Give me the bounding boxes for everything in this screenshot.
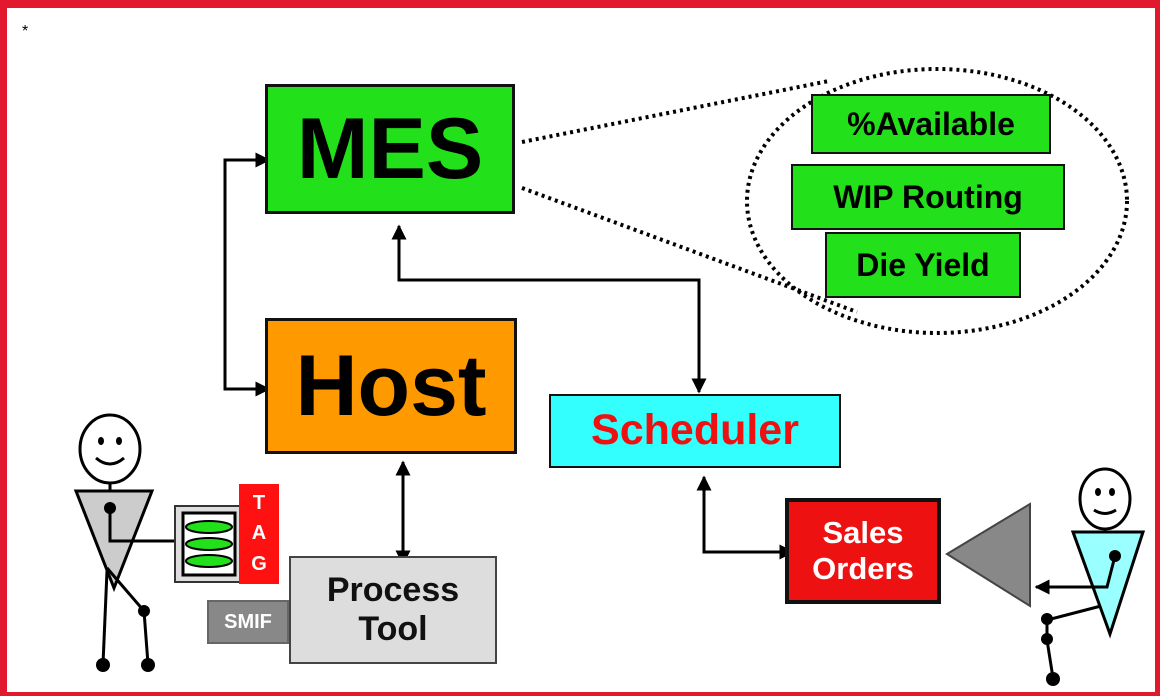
tag-box: T A G — [239, 484, 279, 584]
scheduler-label: Scheduler — [591, 406, 799, 455]
process-tool-label-line1: Process — [326, 570, 460, 609]
metric-die-yield-label: Die Yield — [856, 246, 990, 283]
mes-label: MES — [296, 100, 484, 197]
metric-die-yield-box: Die Yield — [825, 232, 1021, 298]
mes-host-arrow — [223, 152, 271, 397]
mes-box: MES — [265, 84, 515, 214]
host-box: Host — [265, 318, 517, 454]
metric-available-box: %Available — [811, 94, 1051, 154]
customer-figure-icon — [1034, 467, 1146, 686]
smif-box: SMIF — [207, 600, 289, 644]
sales-orders-box: Sales Orders — [785, 498, 941, 604]
host-label: Host — [295, 337, 487, 434]
tag-letter-g: G — [251, 553, 267, 576]
operator-figure-icon — [73, 413, 175, 672]
process-tool-label-line2: Tool — [358, 610, 428, 648]
callout-line-upper — [521, 79, 830, 144]
tag-letter-t: T — [252, 491, 266, 514]
smif-label: SMIF — [224, 610, 272, 633]
wafer-carrier-icon — [174, 505, 244, 583]
scheduler-sales-arrow — [696, 475, 795, 560]
corner-mark: * — [22, 23, 28, 40]
diagram-connectors: * — [22, 23, 1146, 686]
metric-available-label: %Available — [847, 105, 1015, 142]
mes-detail-callout — [745, 67, 1129, 335]
process-tool-box: Process Tool — [289, 556, 497, 664]
sales-orders-label-line2: Orders — [812, 551, 914, 586]
metric-wip-routing-box: WIP Routing — [791, 164, 1065, 230]
sales-orders-label-line1: Sales — [822, 515, 904, 551]
scheduler-box: Scheduler — [549, 394, 841, 468]
megaphone-icon — [945, 502, 1031, 608]
mes-scheduler-arrow — [391, 224, 707, 394]
tag-letter-a: A — [251, 522, 267, 545]
metric-wip-routing-label: WIP Routing — [833, 178, 1023, 215]
